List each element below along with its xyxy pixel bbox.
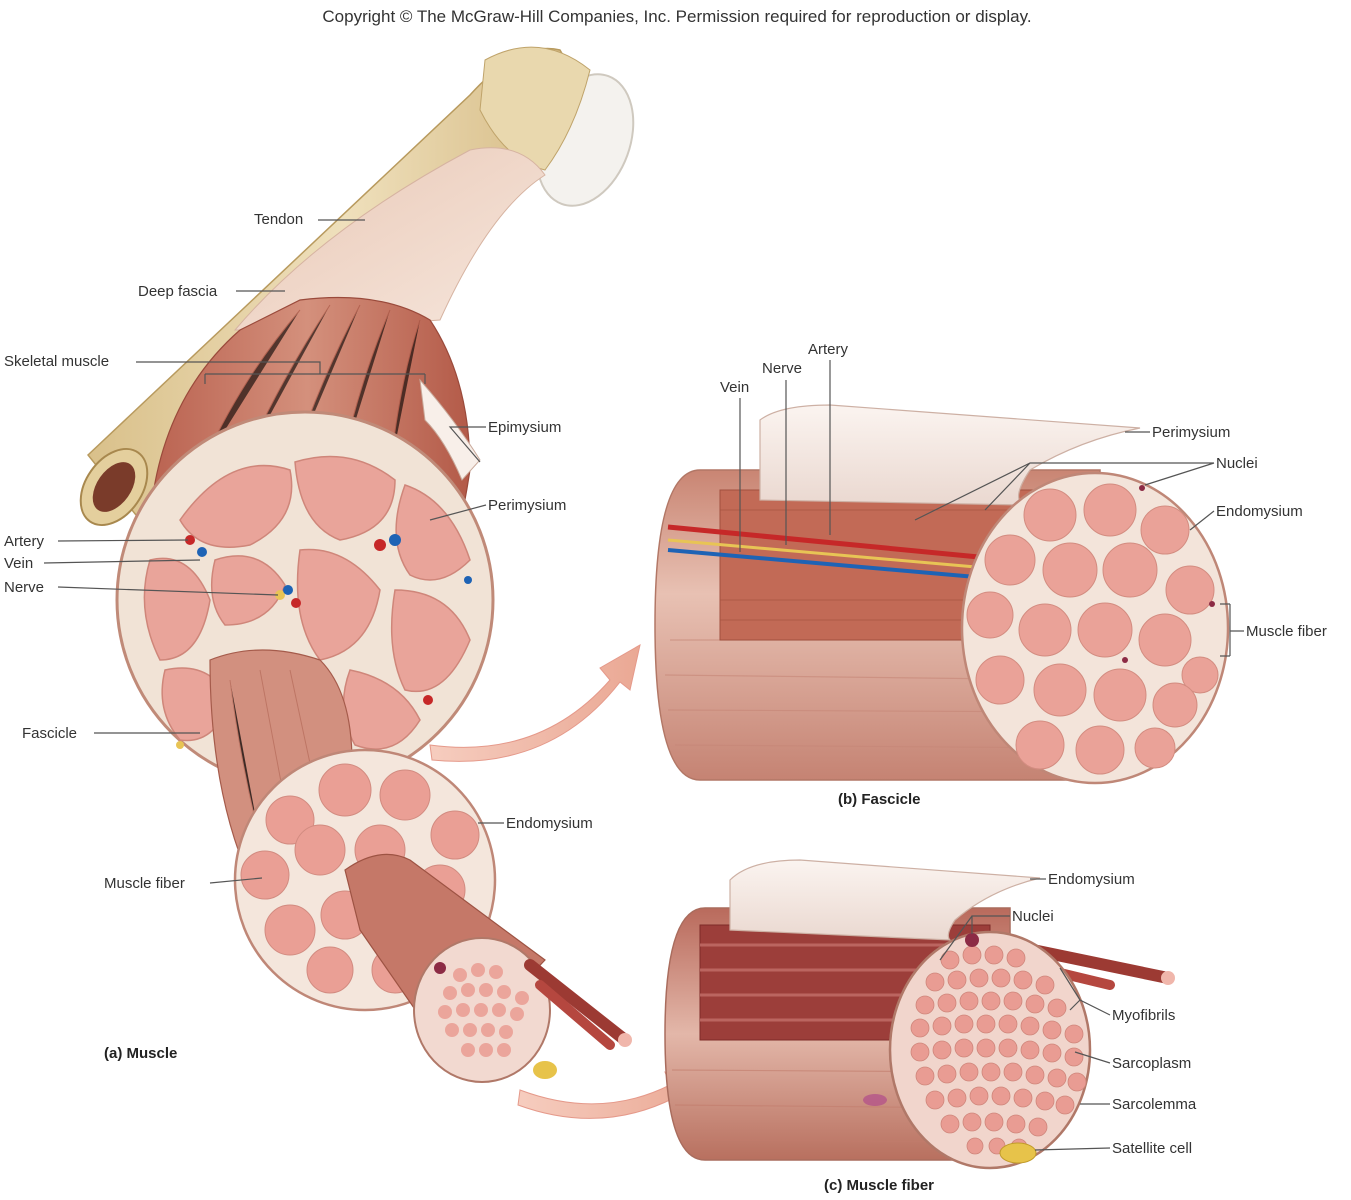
copyright-text: Copyright © The McGraw-Hill Companies, I…	[322, 7, 1031, 26]
fibers-in-fascicle-end	[966, 483, 1219, 775]
label-epimysium: Epimysium	[488, 419, 561, 436]
fascicle-group	[143, 455, 471, 750]
nucleus-dot	[434, 962, 446, 974]
bone-epiphysis	[479, 46, 591, 171]
vein-dot	[464, 576, 472, 584]
label-satellite-cell: Satellite cell	[1112, 1140, 1192, 1157]
label-endomysium-c: Endomysium	[1048, 871, 1135, 888]
caption-panel-a: (a) Muscle	[104, 1045, 177, 1062]
muscle-fiber-cross-section-a	[413, 937, 557, 1083]
label-sarcolemma: Sarcolemma	[1112, 1096, 1197, 1113]
label-perimysium-a: Perimysium	[488, 497, 566, 514]
myofibril-dots-c	[910, 945, 1087, 1156]
satellite-cell-c	[999, 1142, 1037, 1164]
label-vein-b: Vein	[720, 379, 749, 396]
label-endomysium-a: Endomysium	[506, 815, 593, 832]
perimysium-sheet	[759, 404, 1141, 506]
label-endomysium-b: Endomysium	[1216, 503, 1303, 520]
label-deep-fascia: Deep fascia	[138, 283, 218, 300]
nucleus-c	[863, 1094, 887, 1106]
label-sarcoplasm: Sarcoplasm	[1112, 1055, 1191, 1072]
label-vein-a: Vein	[4, 555, 33, 572]
vein-dot	[197, 547, 207, 557]
label-nuclei-b: Nuclei	[1216, 455, 1258, 472]
satellite-cell-a	[533, 1061, 557, 1079]
artery-dot	[291, 598, 301, 608]
label-nerve-a: Nerve	[4, 579, 44, 596]
arrow-to-panel-b	[429, 644, 641, 762]
myofibril-dots-a	[438, 963, 529, 1057]
panel-b-fascicle: Artery Nerve Vein Perimysium Nuclei Endo…	[654, 341, 1327, 808]
labels-panel-c: Endomysium Nuclei Myofibrils Sarcoplasm …	[824, 871, 1197, 1194]
caption-panel-c: (c) Muscle fiber	[824, 1177, 934, 1194]
nerve-dot	[275, 590, 285, 600]
label-myofibrils: Myofibrils	[1112, 1007, 1175, 1024]
label-skeletal-muscle: Skeletal muscle	[4, 353, 109, 370]
caption-panel-b: (b) Fascicle	[838, 791, 921, 808]
panel-a-muscle: Tendon Deep fascia Skeletal muscle Epimy…	[4, 46, 706, 1119]
nerve-vessel-b	[667, 538, 1011, 572]
vein-vessel-b	[667, 548, 1011, 582]
myofibril-rods-a	[524, 959, 632, 1050]
endomysium-sheet-c	[729, 859, 1041, 941]
labels-panel-a: Tendon Deep fascia Skeletal muscle Epimy…	[4, 211, 593, 1062]
panel-c-muscle-fiber: Endomysium Nuclei Myofibrils Sarcoplasm …	[664, 859, 1197, 1194]
nucleus-dot	[965, 933, 979, 947]
vein-dot	[283, 585, 293, 595]
label-nerve-b: Nerve	[762, 360, 802, 377]
artery-dot	[185, 535, 195, 545]
vein-dot	[389, 534, 401, 546]
epimysium-sheet	[419, 378, 481, 481]
label-nuclei-c: Nuclei	[1012, 908, 1054, 925]
label-muscle-fiber-a: Muscle fiber	[104, 875, 185, 892]
nucleus-dot	[1122, 657, 1128, 663]
artery-dot	[374, 539, 386, 551]
nucleus-dot	[1139, 485, 1145, 491]
label-fascicle: Fascicle	[22, 725, 77, 742]
nerve-dot	[176, 741, 184, 749]
label-artery-a: Artery	[4, 533, 45, 550]
label-tendon: Tendon	[254, 211, 303, 228]
labels-panel-b: Artery Nerve Vein Perimysium Nuclei Endo…	[720, 341, 1327, 808]
artery-dot	[423, 695, 433, 705]
tendon	[233, 147, 546, 331]
nucleus-dot	[1209, 601, 1215, 607]
label-artery-b: Artery	[808, 341, 849, 358]
artery-vessel-b	[667, 524, 1011, 563]
label-perimysium-b: Perimysium	[1152, 424, 1230, 441]
label-muscle-fiber-b: Muscle fiber	[1246, 623, 1327, 640]
bone-marrow-cavity	[92, 462, 136, 512]
